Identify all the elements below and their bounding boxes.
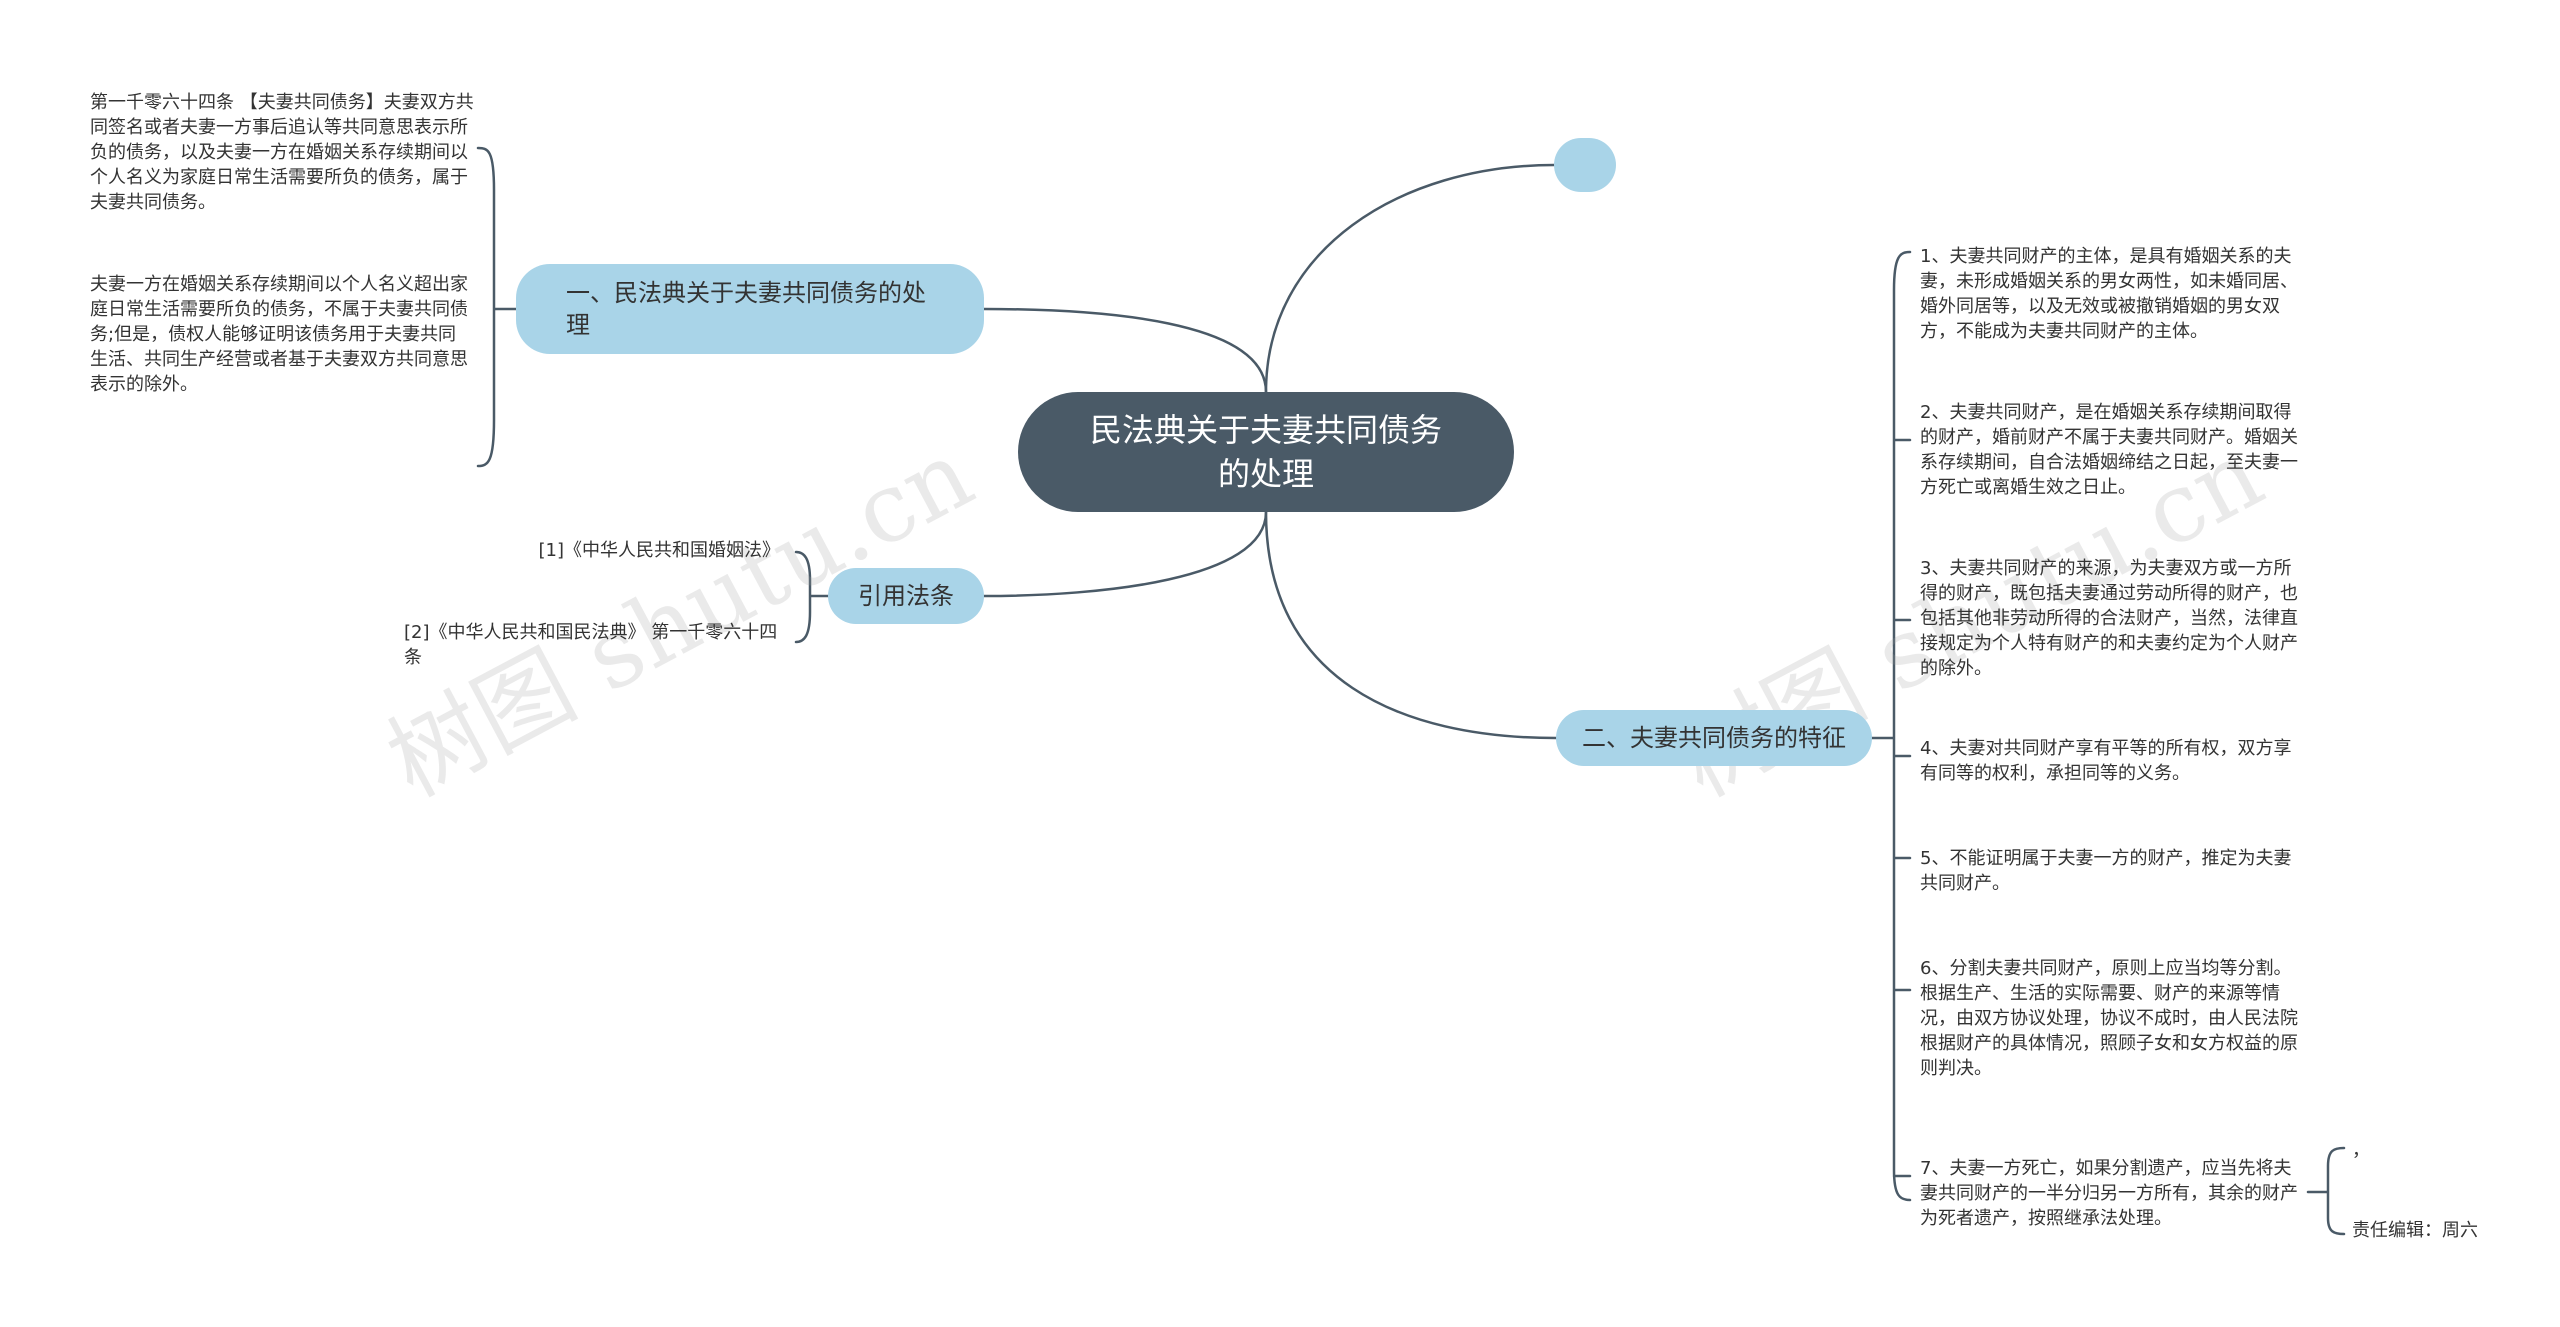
bracket-b2: [794, 550, 830, 644]
bracket-r7: [2306, 1146, 2346, 1236]
bracket-b3: [1870, 250, 1912, 1202]
leaf-comma[interactable]: ，: [2352, 1140, 2370, 1161]
leaf-article-1064-part1[interactable]: 第一千零六十四条 【夫妻共同债务】夫妻双方共同签名或者夫妻一方事后追认等共同意思…: [90, 92, 474, 213]
leaf-editor[interactable]: 责任编辑：周六: [2352, 1220, 2478, 1241]
branch-cited-laws[interactable]: 引用法条: [828, 568, 984, 624]
branch-civil-code-handling[interactable]: 一、民法典关于夫妻共同债务的处理: [516, 264, 984, 354]
leaf-feature-4[interactable]: 4、夫妻对共同财产享有平等的所有权，双方享有同等的权利，承担同等的义务。: [1920, 738, 2292, 784]
leaf-feature-7[interactable]: 7、夫妻一方死亡，如果分割遗产，应当先将夫妻共同财产的一半分归另一方所有，其余的…: [1920, 1158, 2298, 1229]
connector-center-b2: [982, 510, 1268, 598]
leaf-feature-1[interactable]: 1、夫妻共同财产的主体，是具有婚姻关系的夫妻，未形成婚姻关系的男女两性，如未婚同…: [1920, 246, 2298, 342]
central-topic[interactable]: 民法典关于夫妻共同债务的处理: [1018, 392, 1514, 512]
bracket-b1: [476, 146, 518, 468]
connector-center-b3: [1264, 510, 1558, 740]
leaf-article-1064-part2[interactable]: 夫妻一方在婚姻关系存续期间以个人名义超出家庭日常生活需要所负的债务，不属于夫妻共…: [90, 274, 468, 395]
leaf-citation-civil-code[interactable]: [2]《中华人民共和国民法典》 第一千零六十四条: [404, 622, 778, 668]
leaf-feature-3[interactable]: 3、夫妻共同财产的来源，为夫妻双方或一方所得的财产，既包括夫妻通过劳动所得的财产…: [1920, 558, 2298, 679]
connector-center-b1: [982, 307, 1268, 394]
leaf-citation-marriage-law[interactable]: [1]《中华人民共和国婚姻法》: [538, 540, 781, 561]
branch-empty[interactable]: [1554, 138, 1616, 192]
leaf-feature-6[interactable]: 6、分割夫妻共同财产，原则上应当均等分割。根据生产、生活的实际需要、财产的来源等…: [1920, 958, 2298, 1079]
leaf-feature-5[interactable]: 5、不能证明属于夫妻一方的财产，推定为夫妻共同财产。: [1920, 848, 2292, 894]
leaf-feature-2[interactable]: 2、夫妻共同财产，是在婚姻关系存续期间取得的财产，婚前财产不属于夫妻共同财产。婚…: [1920, 402, 2298, 498]
branch-debt-characteristics[interactable]: 二、夫妻共同债务的特征: [1556, 710, 1872, 766]
connector-center-b4: [1264, 163, 1556, 394]
